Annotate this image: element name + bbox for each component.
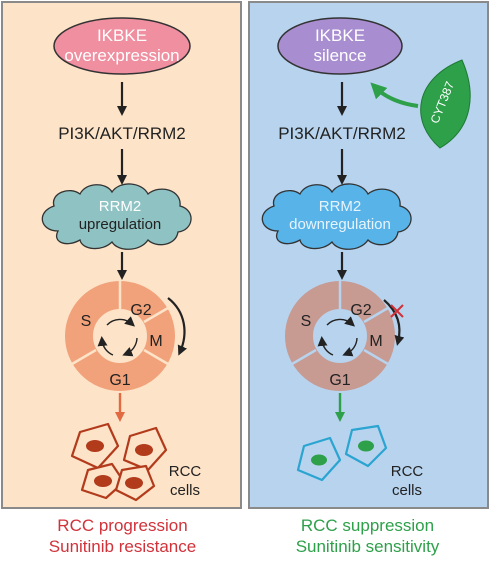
- right-cycle-inner-arrow: [326, 316, 355, 327]
- left-ikbke-label: IKBKE: [97, 26, 147, 45]
- left-cell-nucleus: [135, 444, 153, 456]
- left-cycle-divider: [143, 348, 169, 366]
- left-cell-cycle: S G2 M G1: [65, 281, 175, 391]
- right-cycle-inner-arrow: [317, 336, 334, 356]
- left-cycle-inner-arrow: [122, 337, 138, 357]
- left-phase-g2: G2: [130, 302, 151, 319]
- right-phase-s: S: [301, 313, 312, 330]
- rcc-suppression-text: RCC suppression: [300, 516, 435, 535]
- left-panel: IKBKE overexpression PI3K/AKT/RRM2 RRM2 …: [1, 1, 242, 509]
- left-cell-nucleus: [94, 475, 112, 487]
- left-cells-label: cells: [170, 482, 200, 499]
- sunitinib-resistance-text: Sunitinib resistance: [48, 537, 197, 556]
- right-cycle-divider: [363, 348, 389, 366]
- right-rrm2-downregulation-cloud: [261, 183, 412, 250]
- left-cycle-inner-arrow: [106, 316, 135, 327]
- right-ikbke-label: IKBKE: [315, 26, 365, 45]
- blocked-x-icon: [390, 304, 404, 318]
- left-cycle-divider: [143, 306, 169, 324]
- left-rrm2-label: RRM2: [99, 198, 142, 215]
- right-cells-label: cells: [392, 482, 422, 499]
- rcc-progression-text: RCC progression: [57, 516, 188, 535]
- right-panel: IKBKE silence CYT387 PI3K/AKT/RRM2 RRM2 …: [248, 1, 489, 509]
- left-outcome-caption: RCC progression Sunitinib resistance: [0, 515, 245, 557]
- right-cell-nucleus: [358, 440, 374, 452]
- left-ikbke-overexpression-node: [53, 17, 191, 75]
- right-rrm2-label: RRM2: [319, 198, 362, 215]
- right-phase-g1: G1: [329, 372, 350, 389]
- left-rcc-label: RCC: [169, 463, 202, 480]
- right-phase-g2: G2: [350, 302, 371, 319]
- right-pathway-label: PI3K/AKT/RRM2: [278, 124, 406, 143]
- sunitinib-sensitivity-text: Sunitinib sensitivity: [295, 537, 440, 556]
- left-progression-arrow: [167, 297, 188, 356]
- left-rrm2-upregulation-cloud: [41, 183, 192, 250]
- cyt387-leaf-icon: [420, 59, 471, 149]
- right-rcc-cells: [296, 424, 388, 482]
- left-rcc-cells: [70, 422, 168, 502]
- cyt387-inhibition-arrow: [370, 82, 419, 108]
- right-cell-cycle: S G2 M G1: [285, 281, 395, 391]
- left-phase-m: M: [149, 333, 162, 350]
- left-cycle-divider: [71, 348, 97, 366]
- left-upregulation-label: upregulation: [79, 216, 162, 233]
- right-downregulation-label: downregulation: [289, 216, 391, 233]
- right-cell-nucleus: [311, 454, 327, 466]
- left-cycle-inner-arrow: [97, 336, 114, 356]
- right-cycle-inner-arrow: [342, 337, 358, 357]
- right-cycle-divider: [363, 306, 389, 324]
- left-cell-nucleus: [125, 477, 143, 489]
- right-rcc-label: RCC: [391, 463, 424, 480]
- left-phase-g1: G1: [109, 372, 130, 389]
- left-overexpression-label: overexpression: [64, 46, 179, 65]
- right-outcome-caption: RCC suppression Sunitinib sensitivity: [245, 515, 490, 557]
- right-cycle-divider: [291, 348, 317, 366]
- left-cell-nucleus: [86, 440, 104, 452]
- right-ikbke-silence-node: [277, 17, 403, 75]
- left-pathway-label: PI3K/AKT/RRM2: [58, 124, 186, 143]
- right-phase-m: M: [369, 333, 382, 350]
- right-blocked-arrow: [383, 299, 405, 346]
- left-phase-s: S: [81, 313, 92, 330]
- right-silence-label: silence: [314, 46, 367, 65]
